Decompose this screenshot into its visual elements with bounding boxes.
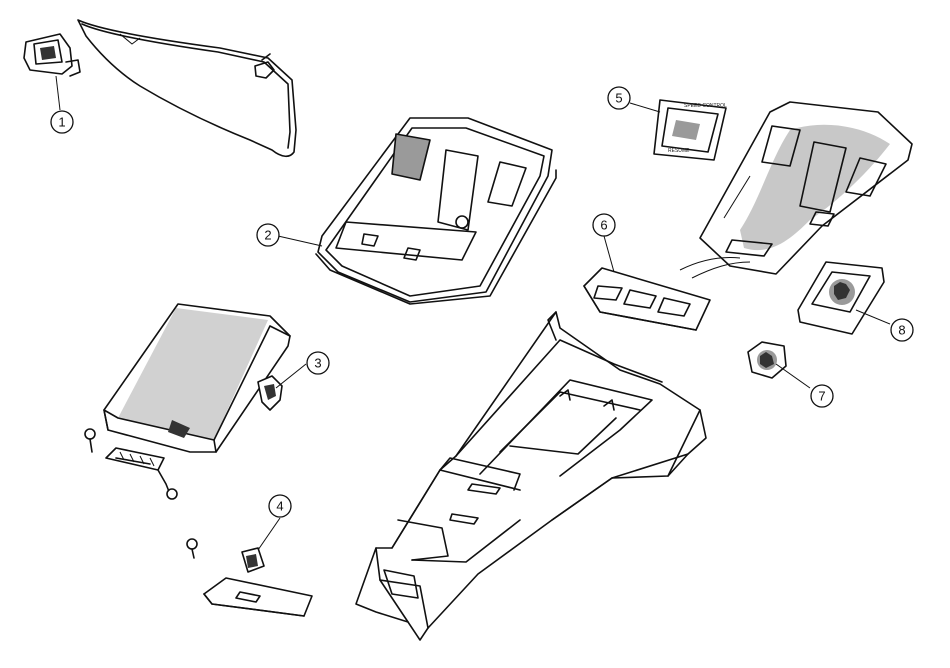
callout-3: 3 bbox=[306, 351, 330, 375]
leader-lines bbox=[55, 75, 891, 551]
hinge-assembly bbox=[84, 428, 178, 500]
trim-panel bbox=[679, 101, 913, 279]
switch-panel-top-text: SPEED CONTROL bbox=[684, 103, 727, 109]
switch-panel-bottom-text: RESUME bbox=[668, 148, 690, 154]
callout-7: 7 bbox=[810, 384, 834, 408]
callout-8: 8 bbox=[890, 318, 914, 342]
part-4-clip bbox=[186, 538, 265, 573]
cover-plate bbox=[203, 577, 313, 617]
part-7-emblem bbox=[747, 341, 787, 379]
callout-5-label: 5 bbox=[615, 91, 622, 106]
part-8-emblem-plate bbox=[797, 261, 885, 335]
callout-4-label: 4 bbox=[276, 499, 283, 514]
part-5-switch-panel: SPEED CONTROL RESUME bbox=[653, 99, 727, 161]
callout-2: 2 bbox=[256, 223, 280, 247]
center-console bbox=[355, 311, 707, 641]
part-1-clip bbox=[23, 33, 81, 77]
callout-6-label: 6 bbox=[600, 218, 607, 233]
callout-1-label: 1 bbox=[58, 115, 65, 130]
callout-5: 5 bbox=[607, 86, 631, 110]
sun-visor bbox=[77, 19, 297, 158]
part-2-console-panel bbox=[315, 117, 557, 305]
callout-7-label: 7 bbox=[818, 389, 825, 404]
armrest-lid bbox=[103, 303, 291, 453]
callout-3-label: 3 bbox=[314, 356, 321, 371]
callout-2-label: 2 bbox=[264, 228, 271, 243]
callout-6: 6 bbox=[592, 213, 616, 237]
part-3-latch bbox=[257, 375, 283, 411]
callout-4: 4 bbox=[268, 494, 292, 518]
callout-8-label: 8 bbox=[898, 323, 905, 338]
part-6-switch-surround bbox=[583, 267, 711, 331]
callout-1: 1 bbox=[50, 110, 74, 134]
